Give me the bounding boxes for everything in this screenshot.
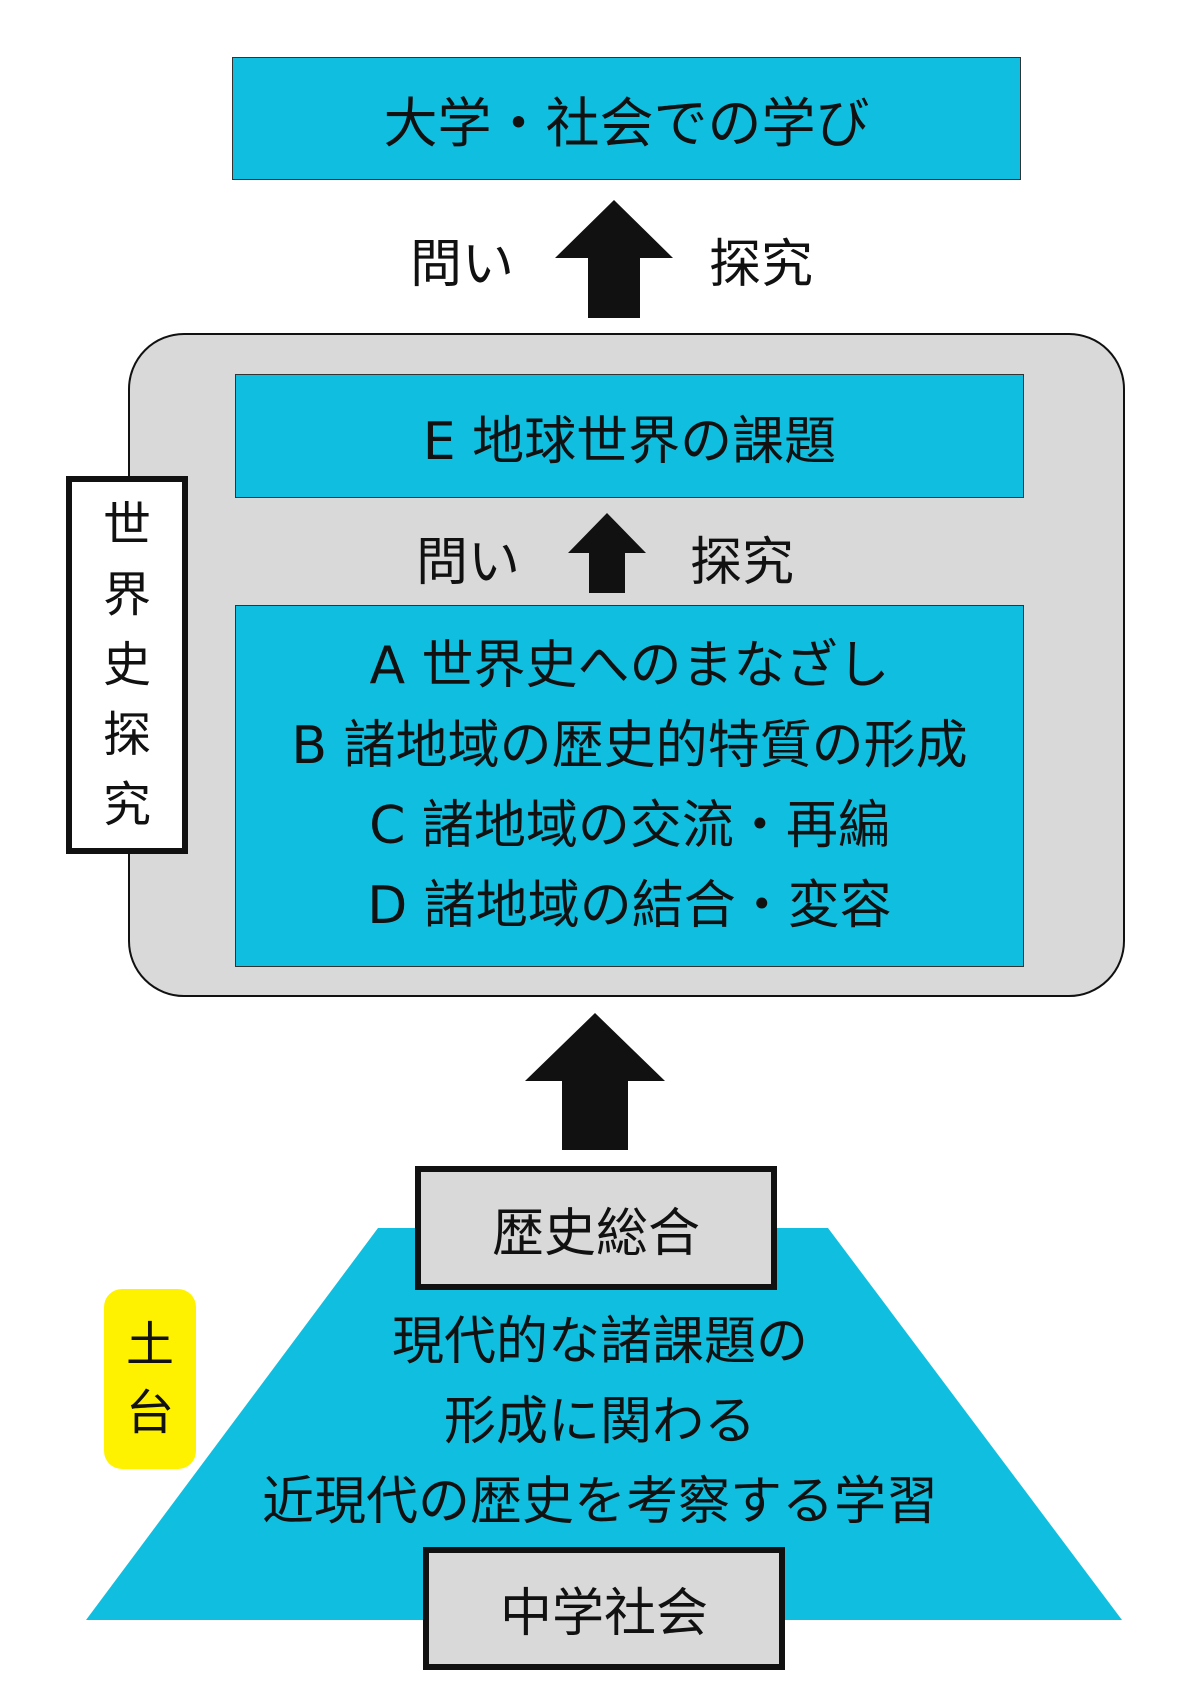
junior-high-social-label: 中学社会	[499, 1584, 708, 1644]
side-char: 探	[102, 707, 151, 763]
junior-high-social-box: 中学社会	[423, 1547, 785, 1670]
foundation-trapezoid	[86, 1228, 1122, 1624]
up-arrow-small-icon	[568, 513, 646, 593]
side-char: 史	[102, 637, 151, 693]
badge-char: 台	[125, 1385, 174, 1441]
up-arrow-large-icon	[525, 1013, 665, 1150]
foundation-description: 現代的な諸課題の 形成に関わる 近現代の歴史を考察する学習	[190, 1302, 1010, 1542]
side-char: 究	[102, 777, 151, 833]
arrow-label-question-inner: 問い	[416, 533, 521, 593]
side-char: 界	[102, 567, 151, 623]
arrow-label-question: 問い	[410, 235, 515, 295]
unit-d-label: D 諸地域の結合・変容	[367, 876, 892, 936]
university-society-title: 大学・社会での学び	[383, 92, 870, 155]
side-char: 世	[102, 497, 151, 553]
foundation-line: 現代的な諸課題の	[391, 1312, 808, 1372]
unit-c-label: C 諸地域の交流・再編	[369, 796, 890, 856]
unit-a-label: A 世界史へのまなざし	[369, 636, 890, 696]
foundation-badge: 土 台	[104, 1289, 196, 1469]
arrow-label-inquiry: 探究	[709, 235, 814, 295]
e-global-issues-box: E 地球世界の課題	[235, 374, 1024, 498]
rekishi-sogo-label: 歴史総合	[491, 1203, 700, 1264]
e-global-issues-label: E 地球世界の課題	[422, 411, 837, 472]
foundation-line: 形成に関わる	[443, 1392, 756, 1452]
units-a-d-box: A 世界史へのまなざし B 諸地域の歴史的特質の形成 C 諸地域の交流・再編 D…	[235, 605, 1024, 967]
world-history-inquiry-side-label: 世 界 史 探 究	[66, 476, 188, 854]
arrow-label-inquiry-inner: 探究	[690, 533, 795, 593]
unit-b-label: B 諸地域の歴史的特質の形成	[291, 716, 968, 776]
university-society-box: 大学・社会での学び	[232, 57, 1021, 180]
rekishi-sogo-box: 歴史総合	[415, 1166, 777, 1290]
up-arrow-icon	[555, 200, 673, 318]
badge-char: 土	[125, 1317, 174, 1373]
foundation-line: 近現代の歴史を考察する学習	[261, 1472, 938, 1532]
